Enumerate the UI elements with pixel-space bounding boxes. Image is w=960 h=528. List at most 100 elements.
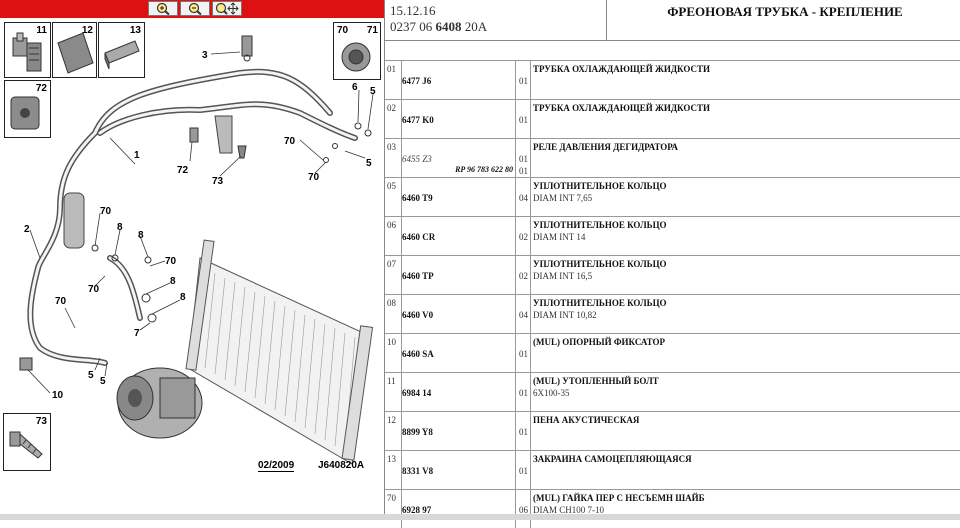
thumb-part-70[interactable]: 70 71: [333, 22, 381, 80]
part-reference-alt[interactable]: RP 96 783 622 80: [455, 165, 513, 174]
reference-cell: 6455 Z3 RP 96 783 622 80: [402, 139, 516, 177]
quantity-cell: 06: [516, 490, 531, 528]
diagram-panel: 11 12 13 72 70 71 7: [0, 0, 384, 520]
part-reference[interactable]: 6984 14: [402, 388, 432, 398]
diagram-toolbar: [0, 0, 384, 18]
part-reference[interactable]: 6460 V0: [402, 310, 434, 320]
reference-cell: 6477 J6: [402, 61, 516, 99]
part-reference[interactable]: 6460 SA: [402, 349, 434, 359]
part-reference[interactable]: 8331 V8: [402, 466, 434, 476]
header-separator: [606, 0, 607, 40]
part-description: ТРУБКА ОХЛАЖДАЮЩЕЙ ЖИДКОСТИ: [533, 103, 710, 113]
exploded-diagram: 3 6 5 70 5 72 73 70 1 2 70 8 8 70 70 8 8…: [19, 35, 376, 465]
part-quantity: 04: [519, 193, 528, 203]
support-clip-icon: [10, 96, 40, 130]
row-index: 13: [387, 454, 396, 464]
part-reference[interactable]: 6477 K0: [402, 115, 434, 125]
thumb-part-73[interactable]: 73: [3, 413, 51, 471]
part-reference[interactable]: 8899 Y8: [402, 427, 433, 437]
callout-70: 70: [55, 296, 67, 307]
callout-5: 5: [370, 86, 376, 97]
callout-8: 8: [180, 292, 186, 303]
part-description: (MUL) ГАЙКА ПЕР С НЕСЪЕМН ШАЙБ: [533, 493, 705, 503]
part-quantity: 04: [519, 310, 528, 320]
part-quantity: 01: [519, 115, 528, 125]
part-reference[interactable]: 6928 97: [402, 505, 432, 515]
condenser-drawing: [185, 239, 374, 465]
callout-5: 5: [366, 158, 372, 169]
part-description: РЕЛЕ ДАВЛЕНИЯ ДЕГИДРАТОРА: [533, 142, 679, 152]
diagram-reference: J640820A: [318, 460, 365, 471]
part-description: ЗАКРАИНА САМОЦЕПЛЯЮЩАЯСЯ: [533, 454, 692, 464]
diagram-date: 02/2009: [258, 460, 295, 472]
row-index: 12: [387, 415, 396, 425]
part-detail: DIAM INT 14: [533, 232, 586, 242]
description-cell: ТРУБКА ОХЛАЖДАЮЩЕЙ ЖИДКОСТИ: [531, 100, 960, 138]
part-quantity: 06: [519, 505, 528, 515]
reference-cell: 6477 K0: [402, 100, 516, 138]
callout-10: 10: [52, 390, 64, 401]
reference-cell: 6928 97: [402, 490, 516, 528]
pan-button[interactable]: [212, 1, 242, 16]
part-reference[interactable]: 6460 T9: [402, 193, 433, 203]
part-reference[interactable]: 6460 TP: [402, 271, 434, 281]
screw-icon: [9, 431, 43, 459]
part-quantity: 01: [519, 466, 528, 476]
quantity-cell: 01: [516, 61, 531, 99]
index-cell: 06: [385, 217, 402, 255]
part-description: УПЛОТНИТЕЛЬНОЕ КОЛЬЦО: [533, 220, 667, 230]
table-row[interactable]: 13 8331 V8 01 ЗАКРАИНА САМОЦЕПЛЯЮЩАЯСЯ: [385, 450, 960, 489]
index-cell: 01: [385, 61, 402, 99]
nut-washer-icon: [341, 42, 371, 72]
zoom-in-button[interactable]: [148, 1, 178, 16]
index-cell: 13: [385, 451, 402, 489]
part-description: УПЛОТНИТЕЛЬНОЕ КОЛЬЦО: [533, 298, 667, 308]
thumb-part-12[interactable]: 12: [52, 22, 97, 78]
description-cell: ТРУБКА ОХЛАЖДАЮЩЕЙ ЖИДКОСТИ: [531, 61, 960, 99]
reference-cell: 6460 CR: [402, 217, 516, 255]
description-cell: УПЛОТНИТЕЛЬНОЕ КОЛЬЦО DIAM INT 14: [531, 217, 960, 255]
thumb-part-11[interactable]: 11: [4, 22, 51, 78]
callout-70: 70: [88, 284, 100, 295]
zoom-out-button[interactable]: [180, 1, 210, 16]
horizontal-scrollbar[interactable]: [0, 514, 960, 520]
part-quantity: 02: [519, 271, 528, 281]
callout-70: 70: [100, 206, 112, 217]
reference-cell: 6460 V0: [402, 295, 516, 333]
callout-72: 72: [177, 165, 189, 176]
part-description: (MUL) ОПОРНЫЙ ФИКСАТОР: [533, 337, 666, 347]
reference-cell: 6460 TP: [402, 256, 516, 294]
part-quantity: 01: [519, 154, 528, 164]
parts-header: 15.12.16 0237 06 6408 20A ФРЕОНОВАЯ ТРУБ…: [385, 0, 960, 41]
reference-cell: 8899 Y8: [402, 412, 516, 450]
callout-70: 70: [308, 172, 320, 183]
zoom-out-icon: [188, 2, 202, 15]
part-reference[interactable]: 6455 Z3: [402, 154, 432, 164]
thumb-part-13[interactable]: 13: [98, 22, 145, 78]
callout-5: 5: [88, 370, 94, 381]
part-description: ПЕНА АКУСТИЧЕСКАЯ: [533, 415, 640, 425]
part-reference[interactable]: 6477 J6: [402, 76, 432, 86]
callout-70: 70: [284, 136, 296, 147]
part-reference[interactable]: 6460 CR: [402, 232, 436, 242]
row-index: 70: [387, 493, 396, 503]
reference-cell: 8331 V8: [402, 451, 516, 489]
part-quantity: 01: [519, 427, 528, 437]
thumb-part-72[interactable]: 72: [4, 80, 51, 138]
table-row[interactable]: 12 8899 Y8 01 ПЕНА АКУСТИЧЕСКАЯ: [385, 411, 960, 450]
